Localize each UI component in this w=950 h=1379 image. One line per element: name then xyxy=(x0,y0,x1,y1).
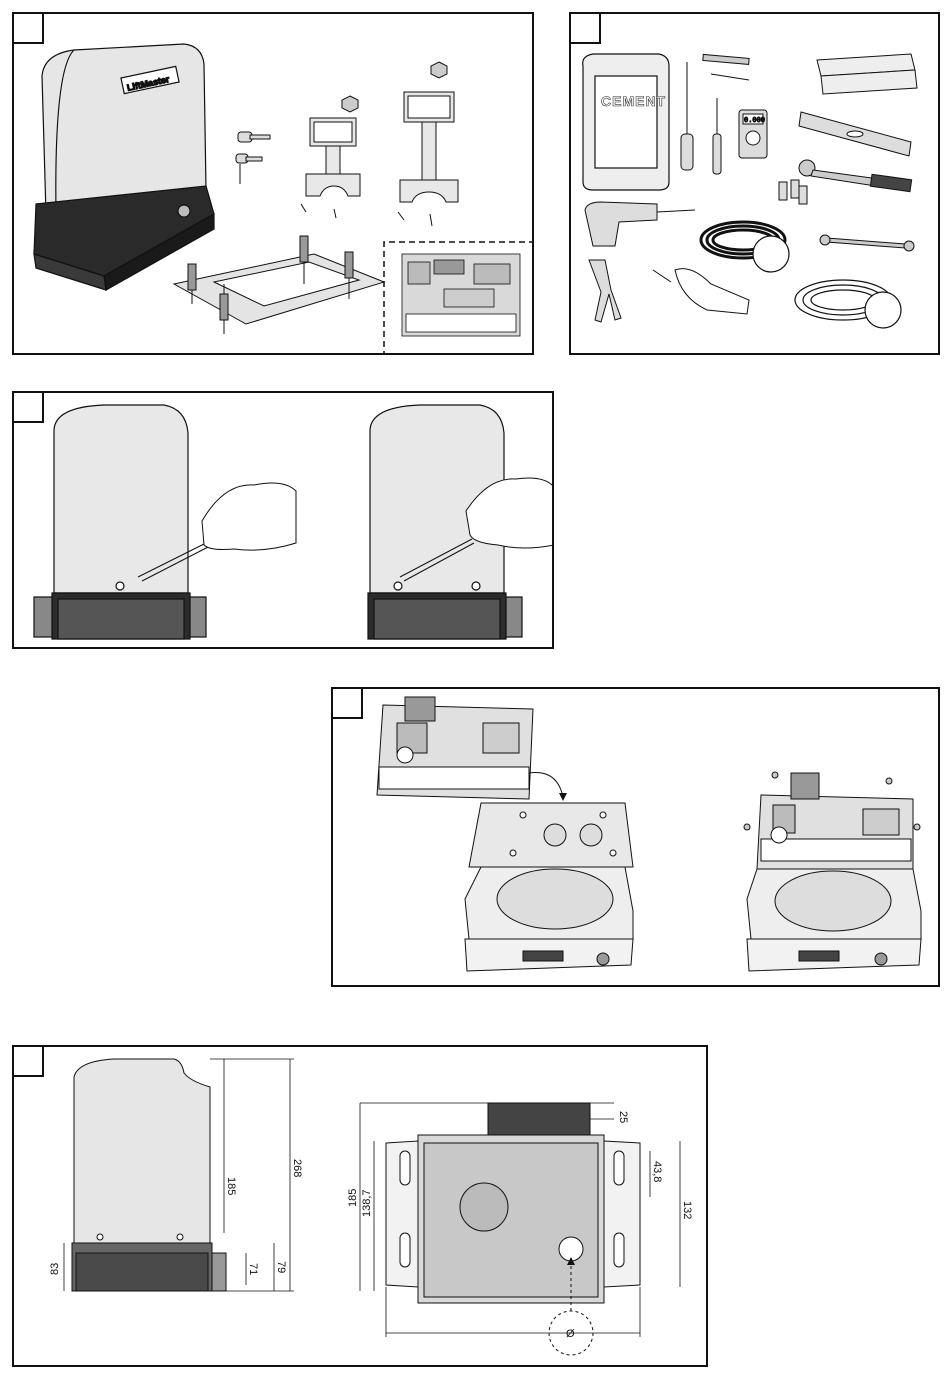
wall-plugs-icon xyxy=(779,180,807,204)
control-board xyxy=(402,254,520,336)
tools-illustration: CEMENT 0.000 xyxy=(571,14,940,355)
dim-138-7: 138,7 xyxy=(361,1189,373,1217)
mounting-bracket-short xyxy=(301,96,360,218)
operator-with-board-right xyxy=(747,773,921,971)
dim-79: 79 xyxy=(275,1261,287,1273)
control-board-loose xyxy=(377,697,533,799)
cement-label: CEMENT xyxy=(601,93,666,109)
operator-front-left xyxy=(34,405,206,639)
panel-cover-removal xyxy=(12,391,554,649)
panel-board-mounting xyxy=(331,687,940,987)
cable-coil-icon xyxy=(701,222,789,272)
dimensions-drawing: 185 268 83 71 79 xyxy=(14,1047,708,1367)
panel-package-contents: LiftMaster xyxy=(12,12,534,355)
operator-body-left xyxy=(465,867,633,971)
dim-43-8: 43,8 xyxy=(651,1161,663,1182)
multimeter-icon: 0.000 xyxy=(739,110,767,158)
folding-rule-icon xyxy=(817,54,917,94)
board-mounting-illustration xyxy=(333,689,940,987)
base-plate xyxy=(174,236,384,334)
wire-bundle-icon xyxy=(795,280,901,328)
dim-185-front: 185 xyxy=(225,1177,237,1195)
dim-83: 83 xyxy=(49,1263,61,1275)
cement-bag: CEMENT xyxy=(583,54,669,190)
drill-icon xyxy=(585,202,695,246)
test-screwdriver-icon xyxy=(713,98,721,174)
dim-25: 25 xyxy=(617,1111,629,1123)
cover-removal-illustration xyxy=(14,393,554,649)
spanner-icon xyxy=(820,235,914,251)
mounting-bracket-long xyxy=(398,62,458,226)
dim-185-bottom: 185 xyxy=(347,1189,359,1207)
mounting-plate-with-standoffs xyxy=(469,803,633,867)
allen-key-hand-icon xyxy=(653,269,749,314)
spirit-level-icon xyxy=(799,112,911,156)
gate-operator-unit: LiftMaster xyxy=(34,44,214,290)
meter-reading: 0.000 xyxy=(744,117,765,125)
bottom-view xyxy=(386,1103,640,1303)
ratchet-wrench-icon xyxy=(799,160,912,192)
front-view xyxy=(72,1059,226,1291)
panel-dimensions: 185 268 83 71 79 xyxy=(12,1045,708,1367)
release-keys xyxy=(236,132,270,184)
package-contents-illustration: LiftMaster xyxy=(14,14,534,355)
screwdriver-icon xyxy=(681,62,693,170)
dim-132: 132 xyxy=(681,1201,693,1219)
dim-71: 71 xyxy=(247,1263,259,1275)
dim-268: 268 xyxy=(291,1159,303,1177)
dim-diameter-symbol: Ø xyxy=(566,1328,575,1340)
panel-tools-required: CEMENT 0.000 xyxy=(569,12,940,355)
cutter-knife-icon xyxy=(703,54,749,80)
pliers-icon xyxy=(589,260,621,322)
